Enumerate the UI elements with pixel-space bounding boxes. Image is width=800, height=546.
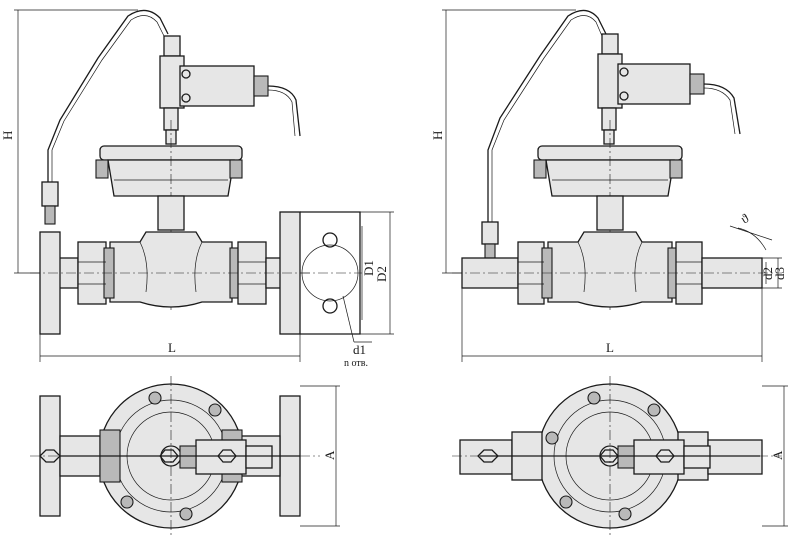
weld-end-valve-top-view: A [452, 376, 788, 536]
dimension-h-label: H [0, 131, 15, 140]
weld-end-valve-front-view: H L ϑ d2 d3 [430, 9, 787, 362]
dimension-l-label-right: L [606, 340, 614, 355]
dimension-d2-pipe-label: d2 [760, 267, 775, 280]
dimension-d3-pipe-label: d3 [772, 267, 787, 280]
flanged-valve-top-view: A [30, 376, 340, 536]
hole-diameter-label: d1 [353, 342, 366, 357]
dimension-a-label: A [322, 450, 337, 460]
weld-angle-label: ϑ [738, 210, 752, 226]
dimension-d1-label: D1 [361, 260, 376, 276]
dimension-h-label-right: H [430, 131, 445, 140]
dimension-l-label: L [168, 340, 176, 355]
holes-count-label: n отв. [344, 358, 368, 369]
dimension-d2-label: D2 [374, 266, 389, 282]
flanged-valve-front-view: H L D1 D2 d1 n отв. [0, 9, 394, 369]
dimension-a-label-right: A [770, 450, 785, 460]
